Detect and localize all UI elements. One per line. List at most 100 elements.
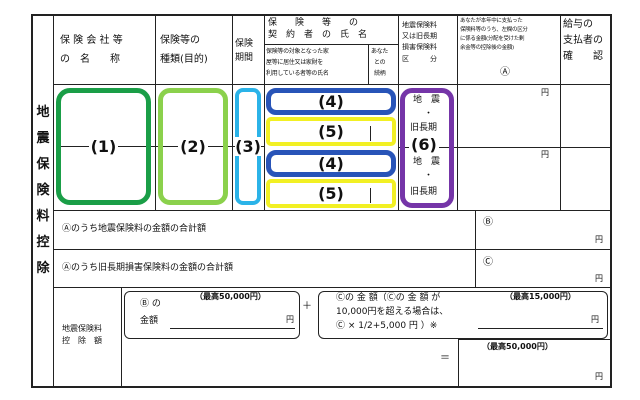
marker-box-5a: (5) bbox=[266, 117, 396, 146]
marker-label-4b: (4) bbox=[318, 154, 344, 173]
deduction-label-1: 地震保険料 bbox=[62, 324, 102, 333]
b-amount-label-1: Ⓑ の bbox=[140, 299, 161, 309]
c-amount-bracket bbox=[318, 291, 608, 339]
total-earthquake-yen: 円 bbox=[595, 235, 603, 244]
side-char: 除 bbox=[36, 261, 50, 276]
header-period-2: 期間 bbox=[235, 53, 254, 63]
marker-box-3: (3) bbox=[235, 88, 261, 205]
marker-box-1: (1) bbox=[56, 88, 151, 205]
plus-sign: ＋ bbox=[302, 301, 312, 312]
category-row1-c: 旧長期 bbox=[410, 123, 438, 133]
header-relation-1: あなた bbox=[371, 48, 389, 55]
category-row1-b: ・ bbox=[424, 109, 434, 119]
relation-divider-a bbox=[370, 126, 371, 141]
header-kind-1: 保険等の bbox=[160, 35, 200, 46]
header-amount-2: 保険料等のうち、左欄の区分 bbox=[460, 27, 528, 33]
b-amount-max: （最高50,000円） bbox=[195, 292, 266, 301]
side-col-line bbox=[53, 14, 54, 388]
header-confirm-3: 確 認 bbox=[563, 51, 603, 62]
marker-label-4a: (4) bbox=[318, 92, 344, 111]
category-row1-a: 地 震 bbox=[413, 95, 441, 105]
c-amount-text-3: Ⓒ × 1/2+5,000 円 ）※ bbox=[336, 321, 438, 331]
totals-mid bbox=[53, 249, 611, 250]
header-contractor-1: 保 険 等 の bbox=[268, 18, 359, 28]
side-title: 地 震 保 険 料 控 除 bbox=[33, 100, 53, 282]
header-contractor-2: 契 約 者 の 氏 名 bbox=[268, 30, 368, 40]
totals-col bbox=[475, 210, 476, 287]
deduction-col bbox=[121, 287, 122, 387]
col-line-1 bbox=[155, 14, 156, 210]
category-row2-b: ・ bbox=[424, 171, 434, 181]
header-contractor-sub-2: 屋等に居住又は家財を bbox=[266, 59, 324, 66]
row-split bbox=[398, 147, 611, 148]
b-amount-bracket bbox=[124, 291, 300, 339]
col-line-6 bbox=[560, 14, 561, 210]
col-line-3 bbox=[264, 14, 265, 210]
equals-sign: ＝ bbox=[440, 353, 450, 364]
header-amount-3: に係る金額(分配を受けた剰 bbox=[460, 36, 525, 42]
header-relation-2: との bbox=[374, 59, 386, 66]
header-confirm-2: 支払者の bbox=[563, 35, 603, 46]
marker-box-4a: (4) bbox=[266, 88, 396, 115]
header-relation-3: 続柄 bbox=[374, 70, 386, 77]
col-line-rel bbox=[368, 44, 369, 84]
marker-label-1: (1) bbox=[88, 137, 119, 156]
marker-box-2: (2) bbox=[158, 88, 228, 205]
total-deduction-yen: 円 bbox=[595, 372, 603, 381]
header-category-4: 区 分 bbox=[402, 55, 437, 63]
marker-label-5a: (5) bbox=[318, 122, 344, 141]
marker-box-6 bbox=[400, 88, 454, 208]
total-old-yen: 円 bbox=[595, 274, 603, 283]
side-char: 険 bbox=[36, 183, 50, 198]
header-kind-2: 種類(目的) bbox=[160, 54, 208, 65]
outer-bottom bbox=[31, 386, 612, 388]
category-row2-c: 旧長期 bbox=[410, 187, 438, 197]
col-line-5 bbox=[457, 14, 458, 210]
deduction-label-2: 控 除 額 bbox=[62, 336, 102, 345]
header-period-1: 保険 bbox=[235, 39, 254, 49]
header-amount-4: 余金等の控除後の金額) bbox=[460, 45, 514, 51]
c-amount-underline bbox=[478, 328, 603, 329]
c-amount-text-2: 10,000円を超える場合は、 bbox=[336, 307, 449, 317]
total-earthquake-label: Ⓐのうち地震保険料の金額の合計額 bbox=[62, 224, 207, 234]
col-line-4 bbox=[398, 14, 399, 210]
marker-label-2: (2) bbox=[178, 137, 208, 156]
yen-row1: 円 bbox=[541, 88, 549, 97]
totals-top bbox=[53, 210, 611, 211]
total-earthquake-mark: Ⓑ bbox=[483, 217, 493, 228]
deduction-h bbox=[458, 339, 611, 340]
header-category-1: 地震保険料 bbox=[402, 21, 437, 29]
header-bottom-line bbox=[53, 84, 611, 85]
marker-label-6: (6) bbox=[409, 135, 439, 154]
marker-box-5b: (5) bbox=[266, 179, 396, 208]
contractor-sub-line bbox=[264, 44, 398, 45]
outer-top bbox=[31, 14, 612, 16]
totals-bottom bbox=[53, 287, 611, 288]
c-amount-text-1: Ⓒの 金 額（Ⓒの 金 額 が bbox=[336, 293, 441, 303]
c-amount-yen: 円 bbox=[591, 315, 599, 324]
side-char: 控 bbox=[36, 235, 50, 250]
header-category-2: 又は旧長期 bbox=[402, 32, 437, 40]
marker-label-3: (3) bbox=[235, 137, 261, 156]
header-contractor-sub-1: 保険等の対象となった家 bbox=[266, 48, 329, 55]
side-char: 保 bbox=[36, 157, 50, 172]
header-category-3: 損害保険料 bbox=[402, 43, 437, 51]
header-company-2: の 名 称 bbox=[60, 54, 120, 65]
b-amount-yen: 円 bbox=[286, 315, 294, 324]
outer-left bbox=[31, 14, 33, 388]
header-confirm-1: 給与の bbox=[563, 19, 593, 30]
side-char: 地 bbox=[36, 105, 50, 120]
header-amount-mark: Ⓐ bbox=[500, 67, 510, 78]
side-char: 震 bbox=[36, 131, 50, 146]
side-char: 料 bbox=[36, 209, 50, 224]
b-amount-label-2: 金額 bbox=[140, 316, 159, 326]
col-line-2 bbox=[232, 14, 233, 210]
b-amount-underline bbox=[170, 328, 295, 329]
total-old-mark: Ⓒ bbox=[483, 257, 493, 268]
c-amount-max: （最高15,000円） bbox=[505, 292, 576, 301]
relation-divider-b bbox=[370, 188, 371, 203]
header-contractor-sub-3: 利用している者等の氏名 bbox=[266, 70, 329, 77]
header-amount-1: あなたが本年中に支払った bbox=[460, 18, 523, 24]
outer-right bbox=[610, 14, 612, 388]
total-deduction-max: （最高50,000円） bbox=[482, 342, 553, 351]
